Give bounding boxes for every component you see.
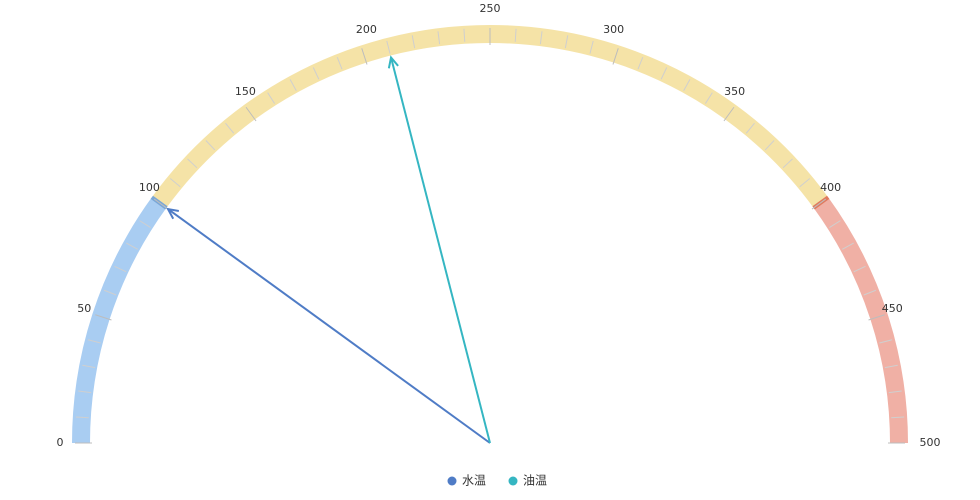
legend[interactable]: 水温 油温 bbox=[447, 474, 548, 488]
minor-tick-390 bbox=[799, 178, 811, 188]
minor-tick-470 bbox=[884, 364, 898, 369]
major-tick-400 bbox=[811, 198, 827, 210]
legend-marker-1 bbox=[508, 476, 518, 486]
minor-tick-370 bbox=[764, 140, 775, 151]
legend-item-0[interactable]: 水温 bbox=[447, 474, 487, 488]
minor-tick-160 bbox=[267, 92, 276, 104]
tick-label-300: 300 bbox=[603, 23, 624, 36]
minor-tick-80 bbox=[126, 242, 138, 250]
minor-tick-120 bbox=[187, 158, 198, 169]
tick-label-500: 500 bbox=[920, 436, 941, 449]
needle-0 bbox=[166, 207, 491, 444]
minor-tick-260 bbox=[514, 28, 517, 42]
gauge-tick-labels: 0 50 100 150 200 250 300 350 400 450 500 bbox=[57, 2, 941, 449]
minor-tick-340 bbox=[704, 92, 713, 104]
tick-label-450: 450 bbox=[882, 302, 903, 315]
legend-item-1[interactable]: 油温 bbox=[508, 474, 548, 488]
minor-tick-480 bbox=[888, 390, 902, 394]
minor-tick-280 bbox=[564, 35, 569, 49]
legend-marker-0 bbox=[447, 476, 457, 486]
tick-label-100: 100 bbox=[139, 181, 160, 194]
minor-tick-270 bbox=[539, 31, 543, 45]
needle-head-1 bbox=[387, 55, 399, 69]
tick-label-50: 50 bbox=[77, 302, 91, 315]
minor-tick-230 bbox=[437, 31, 441, 45]
minor-tick-180 bbox=[312, 67, 320, 80]
minor-tick-30 bbox=[82, 364, 96, 369]
minor-tick-460 bbox=[879, 339, 893, 344]
needle-1 bbox=[387, 55, 491, 444]
minor-tick-220 bbox=[411, 35, 416, 49]
minor-tick-320 bbox=[660, 67, 668, 80]
gauge-band-1 bbox=[151, 25, 829, 208]
minor-tick-210 bbox=[386, 40, 391, 54]
minor-tick-420 bbox=[842, 242, 854, 250]
minor-tick-70 bbox=[114, 265, 127, 273]
major-tick-350 bbox=[723, 106, 735, 122]
gauge-ticks bbox=[75, 28, 905, 444]
legend-label-0: 水温 bbox=[462, 474, 486, 488]
major-tick-200 bbox=[361, 48, 368, 65]
major-tick-300 bbox=[612, 48, 619, 65]
tick-label-350: 350 bbox=[724, 85, 745, 98]
tick-label-200: 200 bbox=[356, 23, 377, 36]
minor-tick-310 bbox=[637, 56, 644, 70]
needle-line-0 bbox=[167, 208, 491, 444]
gauge-bands bbox=[72, 25, 908, 444]
tick-label-250: 250 bbox=[480, 2, 501, 15]
minor-tick-330 bbox=[683, 79, 691, 91]
legend-label-1: 油温 bbox=[523, 474, 547, 488]
minor-tick-430 bbox=[853, 265, 866, 273]
gauge-band-0 bbox=[72, 197, 167, 444]
major-tick-150 bbox=[245, 106, 257, 122]
minor-tick-170 bbox=[289, 79, 297, 91]
gauge-needles bbox=[166, 55, 491, 444]
major-tick-50 bbox=[95, 314, 112, 321]
needle-head-0 bbox=[166, 207, 180, 220]
minor-tick-60 bbox=[103, 289, 117, 296]
tick-label-0: 0 bbox=[57, 436, 64, 449]
major-tick-450 bbox=[868, 314, 885, 321]
minor-tick-440 bbox=[863, 289, 877, 296]
minor-tick-90 bbox=[139, 220, 151, 229]
minor-tick-360 bbox=[745, 122, 755, 134]
minor-tick-20 bbox=[78, 390, 92, 394]
minor-tick-10 bbox=[75, 416, 89, 419]
needle-line-1 bbox=[390, 57, 491, 444]
minor-tick-130 bbox=[205, 140, 216, 151]
major-tick-100 bbox=[153, 198, 169, 210]
minor-tick-490 bbox=[891, 416, 905, 419]
minor-tick-110 bbox=[169, 178, 181, 188]
minor-tick-40 bbox=[87, 339, 101, 344]
minor-tick-190 bbox=[336, 56, 343, 70]
minor-tick-240 bbox=[463, 28, 466, 42]
minor-tick-380 bbox=[782, 158, 793, 169]
minor-tick-290 bbox=[589, 40, 594, 54]
minor-tick-410 bbox=[829, 220, 841, 229]
tick-label-150: 150 bbox=[235, 85, 256, 98]
minor-tick-140 bbox=[225, 122, 235, 134]
tick-label-400: 400 bbox=[820, 181, 841, 194]
gauge-band-2 bbox=[813, 197, 908, 444]
